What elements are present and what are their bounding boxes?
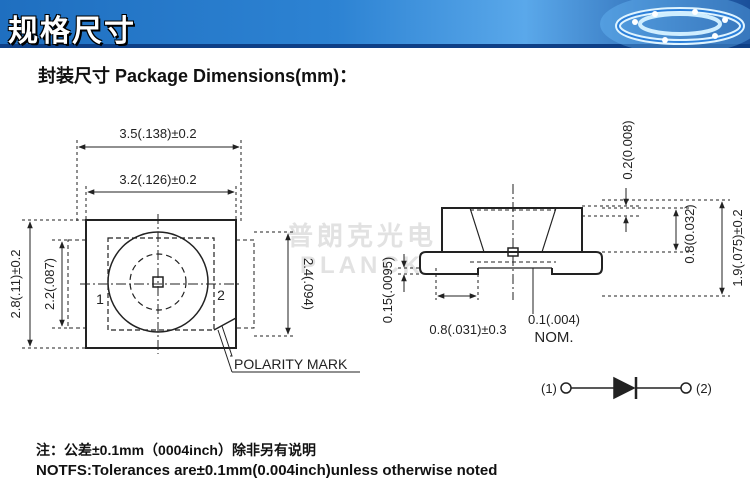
cathode-label: (2) (696, 381, 712, 396)
anode-label: (1) (541, 381, 557, 396)
anode-terminal (560, 382, 572, 394)
diode-triangle (613, 376, 636, 400)
width-inner-label: 3.2(.126)±0.2 (119, 172, 196, 187)
polarity-leader (221, 325, 233, 357)
total-height-label: 1.9(.075)±0.2 (730, 209, 745, 286)
header-banner: 规格尺寸 (0, 0, 750, 48)
right-terminal (551, 251, 603, 275)
pin1-label: 1 (96, 291, 104, 307)
cathode-terminal (680, 382, 692, 394)
width-outer-label: 3.5(.138)±0.2 (119, 126, 196, 141)
note-cn: 注：公差±0.1mm（0004inch）除非另有说明 (36, 442, 316, 458)
led-strip-image (600, 0, 750, 48)
pad-thickness-label: 0.15(.0095) (380, 257, 395, 324)
height-right-label: 2.4(.094) (301, 258, 316, 310)
side-view (398, 184, 730, 314)
left-pad-outline (67, 239, 87, 329)
side-body (441, 207, 583, 253)
nom-label: NOM. (534, 329, 573, 346)
pin2-label: 2 (217, 287, 225, 303)
polarity-notch (213, 317, 237, 331)
section-title: 封装尺寸 Package Dimensions(mm)： (38, 66, 358, 86)
diode-symbol (560, 376, 692, 400)
right-pad-outline (235, 239, 255, 329)
body-height-label: 0.8(0.032) (682, 204, 697, 263)
gap-label: 0.1(.004) (528, 312, 580, 327)
left-terminal (419, 251, 479, 275)
height-inner-label: 2.2(.087) (42, 258, 57, 310)
watermark-cn: 普朗克光电 (287, 221, 438, 251)
pad-length-label: 0.8(.031)±0.3 (429, 322, 506, 337)
top-view (22, 140, 360, 373)
top-gap-label: 0.2(0.008) (620, 120, 635, 179)
polarity-mark-label: POLARITY MARK (234, 356, 348, 372)
banner-title: 规格尺寸 (8, 15, 136, 48)
note-en: NOTFS:Tolerances are±0.1mm(0.004inch)unl… (36, 462, 498, 479)
height-outer-label: 2.8(.11)±0.2 (8, 249, 23, 318)
banner-strip (0, 44, 750, 48)
